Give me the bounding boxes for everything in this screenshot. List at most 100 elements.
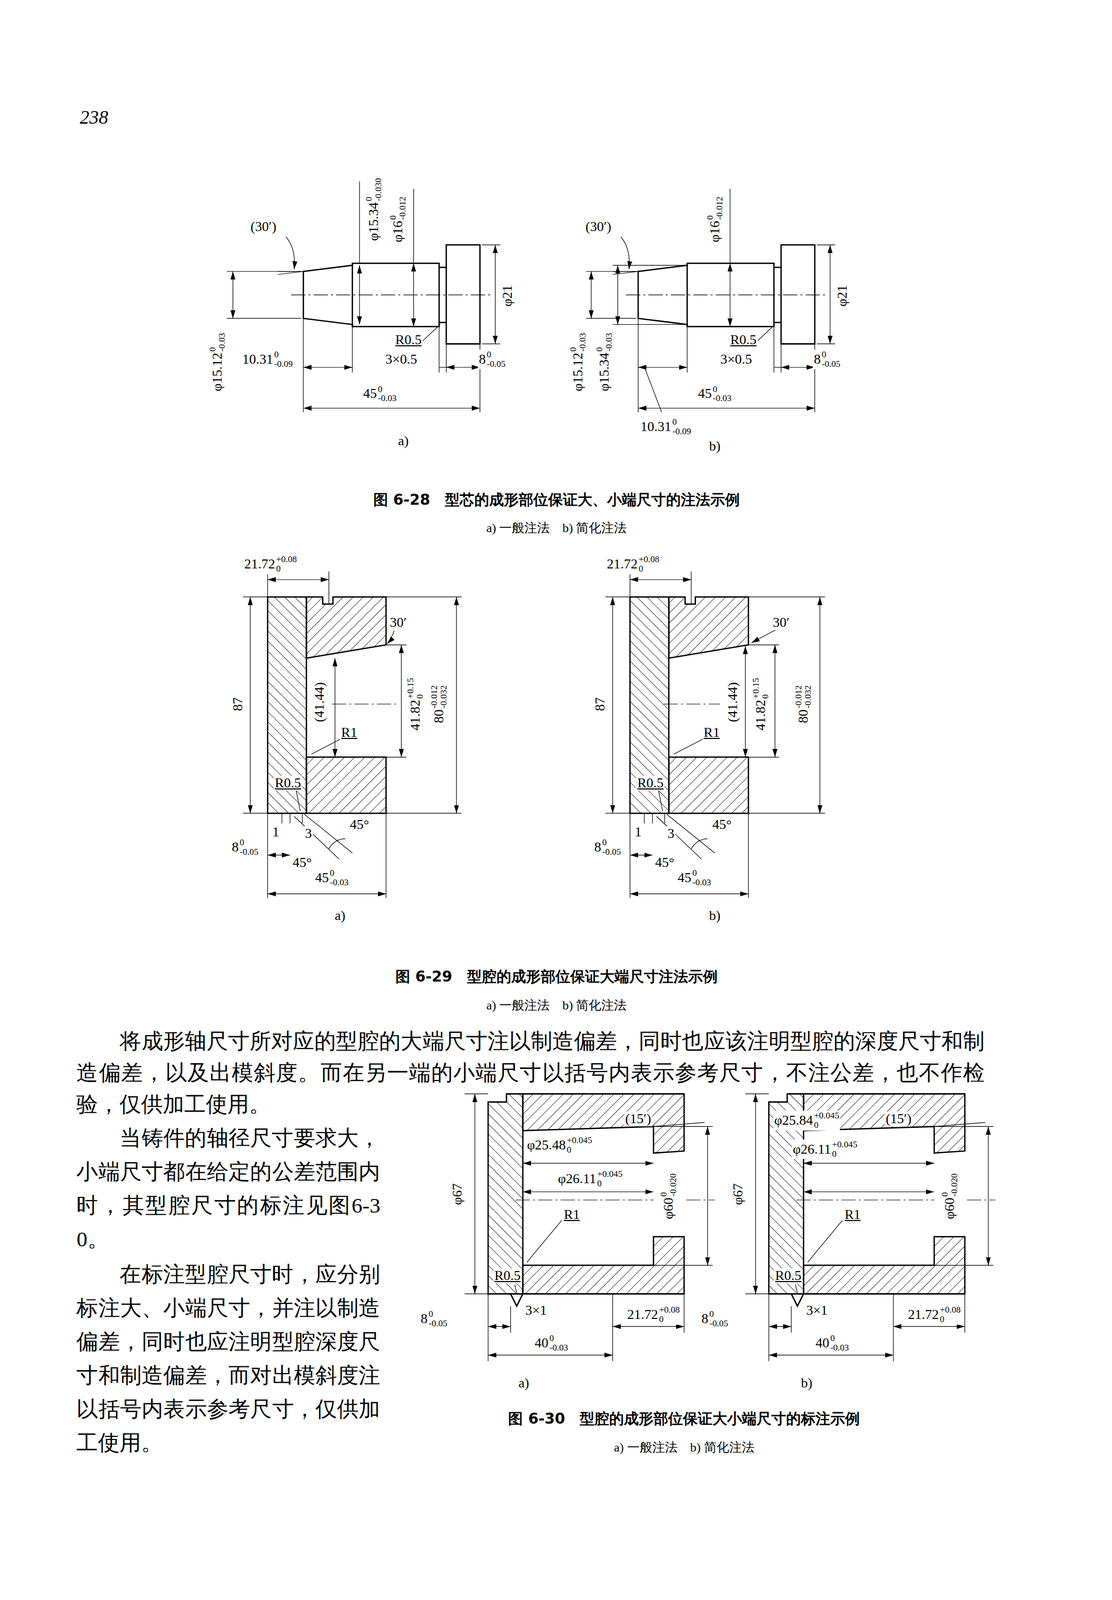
figure-subcaption: a) 一般注法 b) 简化注法 <box>612 1441 756 1455</box>
upper-deviation: +0.045 <box>567 1136 593 1146</box>
lower-deviation: -0.05 <box>709 1319 728 1329</box>
lower-deviation: 0 <box>813 1120 840 1131</box>
paragraph: 当铸件的轴径尺寸要求大，小端尺寸都在给定的公差范围内时，其型腔尺寸的标注见图6-… <box>76 1121 381 1257</box>
upper-deviation: 0 <box>830 1334 849 1344</box>
dimension-value: 45 <box>315 871 330 886</box>
dimension: 21.72+0.080 <box>606 554 661 575</box>
dimension: φ15.340-0.030 <box>363 176 384 242</box>
dimension-value: φ16 <box>391 220 405 243</box>
dimension-label: 3×0.5 <box>384 352 419 367</box>
upper-deviation: 0 <box>330 868 349 879</box>
dimension: φ160-0.012 <box>388 195 409 244</box>
upper-deviation: 0 <box>428 1309 448 1320</box>
lower-deviation: -0.020 <box>668 1174 679 1198</box>
upper-deviation: +0.045 <box>831 1140 858 1150</box>
lower-deviation: -0.03 <box>604 333 614 352</box>
dimension: 450-0.03 <box>697 384 733 405</box>
dimension: φ26.11+0.0450 <box>791 1139 859 1160</box>
upper-deviation: 0 <box>705 196 716 221</box>
dimension-label: (15′) <box>624 1112 653 1127</box>
lower-deviation: -0.05 <box>428 1319 448 1329</box>
upper-deviation: -0.012 <box>429 685 440 709</box>
tolerance: +0.080 <box>638 555 660 575</box>
dimension-value: 21.72 <box>244 557 276 572</box>
dimension-label: 3×0.5 <box>719 352 753 367</box>
tolerance: 0-0.03 <box>549 1334 569 1354</box>
dimension-value: φ25.48 <box>527 1138 567 1153</box>
dimension: 80-0.012-0.032 <box>429 684 450 725</box>
dimension-value: 45 <box>698 387 712 402</box>
dimension: φ26.11+0.0450 <box>557 1169 624 1190</box>
tolerance: 0-0.020 <box>659 1174 679 1198</box>
dimension: 41.82+0.150 <box>405 677 426 732</box>
lower-deviation: -0.03 <box>378 394 397 404</box>
lower-deviation: 0 <box>831 1149 858 1160</box>
cavity-section <box>464 1094 715 1362</box>
paragraph: 在标注型腔尺寸时，应分别标注大、小端尺寸，并注以制造偏差，同时也应注明型腔深度尺… <box>76 1257 381 1461</box>
tolerance: 0-0.05 <box>239 838 258 858</box>
upper-deviation: 0 <box>568 333 579 352</box>
upper-deviation: 0 <box>712 384 732 395</box>
dimension: 21.72+0.080 <box>907 1305 962 1326</box>
tolerance: 0-0.030 <box>364 177 384 202</box>
dimension: φ15.120-0.03 <box>568 332 589 393</box>
upper-deviation: -0.012 <box>793 685 804 709</box>
dimension: 10.310-0.09 <box>241 349 294 370</box>
subfigure-label: a) <box>333 908 347 924</box>
tolerance: 0-0.09 <box>672 417 691 437</box>
upper-deviation: 0 <box>602 838 621 848</box>
upper-deviation: +0.045 <box>597 1169 623 1180</box>
dimension-label: 30′ <box>771 615 791 631</box>
dimension-value: 21.72 <box>607 557 639 572</box>
lower-deviation: -0.05 <box>821 359 841 370</box>
tolerance: +0.0450 <box>813 1112 840 1131</box>
tolerance: 0-0.012 <box>389 196 409 221</box>
lower-deviation: 0 <box>597 1179 623 1189</box>
dimension-label: φ67 <box>730 1183 746 1207</box>
core-drawing <box>278 236 501 413</box>
upper-deviation: 0 <box>594 333 605 352</box>
tolerance: +0.080 <box>939 1305 961 1325</box>
lower-deviation: -0.05 <box>239 847 258 858</box>
tolerance: 0-0.03 <box>568 333 588 352</box>
lower-deviation: -0.05 <box>602 847 621 858</box>
tolerance: 0-0.020 <box>940 1174 960 1198</box>
dimension-label: 30′ <box>389 615 409 631</box>
lower-deviation: -0.012 <box>715 196 725 221</box>
dimension: 450-0.03 <box>314 868 350 889</box>
dimension: φ25.48+0.0450 <box>525 1135 593 1156</box>
dimension-value: φ25.84 <box>773 1114 813 1128</box>
dimension-label: 3×1 <box>805 1303 829 1319</box>
lower-deviation: -0.03 <box>692 878 711 888</box>
tolerance: +0.0450 <box>831 1140 858 1160</box>
upper-deviation: 0 <box>239 838 258 848</box>
dimension-label: (41.44) <box>725 681 741 724</box>
upper-deviation: +0.08 <box>638 555 660 565</box>
dimension-value: 21.72 <box>908 1308 940 1323</box>
dimension-value: φ60 <box>942 1197 957 1220</box>
upper-deviation: +0.045 <box>813 1112 840 1122</box>
dimension-label: 87 <box>592 696 608 713</box>
lower-deviation: -0.03 <box>549 1343 569 1354</box>
upper-deviation: 0 <box>274 350 293 360</box>
upper-deviation: +0.08 <box>939 1305 961 1316</box>
lower-deviation: -0.03 <box>578 333 588 352</box>
dimension-label: 45° <box>653 855 675 871</box>
upper-deviation: 0 <box>487 350 506 360</box>
dimension: 80-0.012-0.032 <box>793 684 814 725</box>
upper-deviation: 0 <box>378 384 397 395</box>
lower-deviation: -0.09 <box>672 427 691 437</box>
upper-deviation: +0.15 <box>751 678 761 699</box>
lower-deviation: 0 <box>415 678 425 699</box>
dimension-value: 8 <box>813 352 821 367</box>
dimension: φ160-0.012 <box>705 195 726 244</box>
tolerance: +0.0450 <box>597 1169 623 1189</box>
lower-deviation: -0.03 <box>830 1343 849 1354</box>
tolerance: 0-0.03 <box>692 868 711 888</box>
dimension-label: φ67 <box>450 1183 465 1207</box>
dimension-value: φ26.11 <box>558 1172 597 1187</box>
dimension: 21.72+0.080 <box>626 1305 681 1326</box>
dimension: 80-0.05 <box>812 349 842 370</box>
dimension-value: 8 <box>701 1312 709 1327</box>
